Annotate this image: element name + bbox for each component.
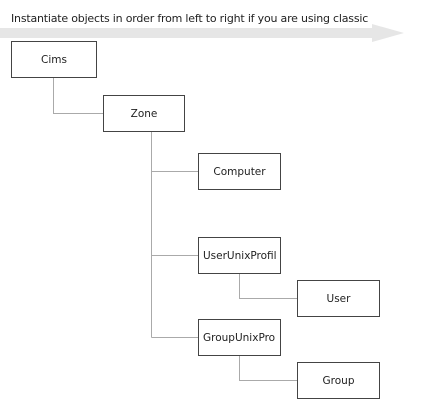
diagram-caption: Instantiate objects in order from left t… [11, 12, 369, 25]
node-zone: Zone [103, 95, 185, 132]
node-group: Group [297, 362, 380, 399]
connector-groupunixprofile-group [239, 356, 297, 381]
direction-arrow [0, 24, 404, 42]
direction-arrow-shape [0, 24, 404, 42]
node-group-unix-profile: GroupUnixPro [198, 319, 281, 356]
node-user-unix-profile: UserUnixProfil [198, 237, 281, 274]
node-cims: Cims [11, 41, 97, 78]
node-computer: Computer [198, 153, 281, 190]
connector-userunixprofile-user [239, 274, 297, 299]
node-user: User [297, 280, 380, 317]
connector-cims-zone [53, 78, 103, 114]
